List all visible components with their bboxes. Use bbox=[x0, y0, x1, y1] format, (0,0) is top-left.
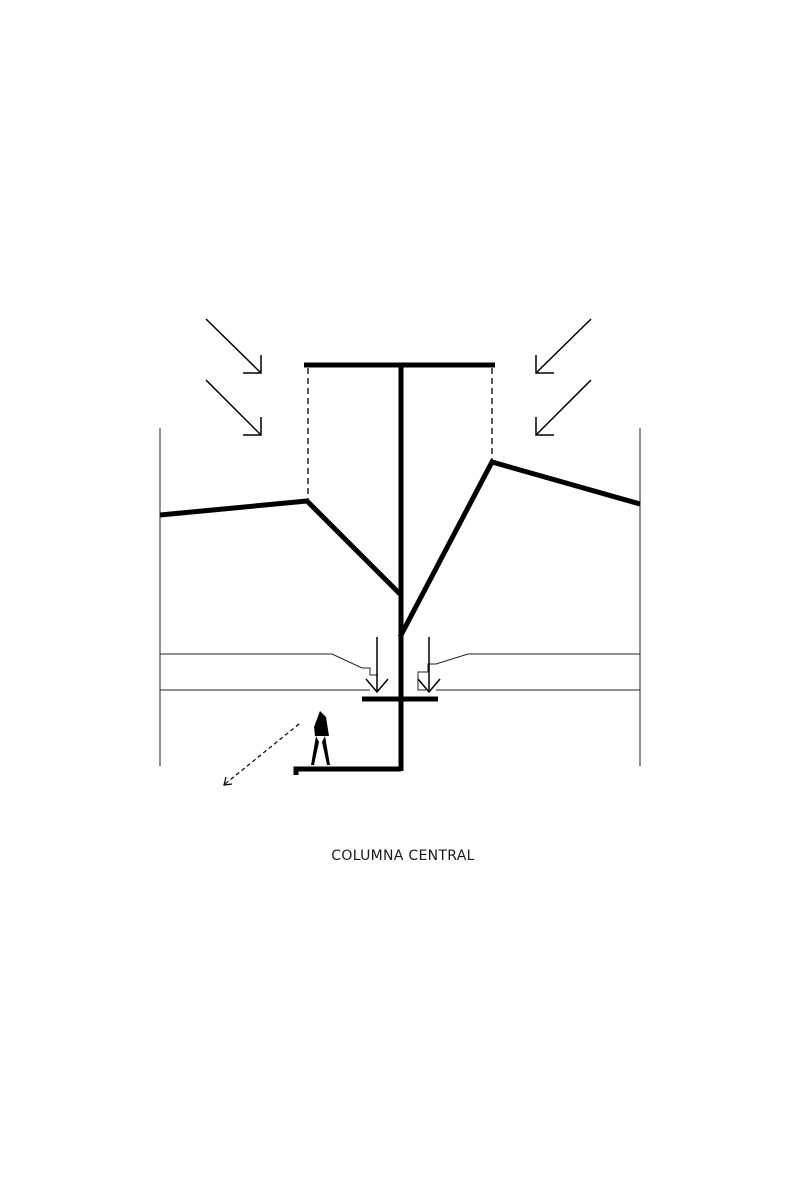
sunlight-arrow-icon bbox=[535, 318, 592, 374]
sunlight-arrow-icon bbox=[205, 379, 262, 436]
sunlight-arrow-icon bbox=[205, 318, 262, 374]
right-roof-line bbox=[397, 459, 641, 639]
human-figure-icon bbox=[311, 711, 330, 765]
floor-plate bbox=[293, 766, 401, 775]
water-drop-arrow-icon bbox=[365, 637, 389, 694]
left-roof-line bbox=[159, 498, 402, 596]
diagram-caption: COLUMNA CENTRAL bbox=[331, 848, 475, 864]
exit-arrow-icon bbox=[223, 723, 300, 786]
water-drop-arrow-icon bbox=[417, 637, 441, 694]
left-slab-line bbox=[160, 653, 378, 676]
sunlight-arrow-icon bbox=[535, 379, 592, 436]
right-slab-line bbox=[417, 653, 640, 691]
